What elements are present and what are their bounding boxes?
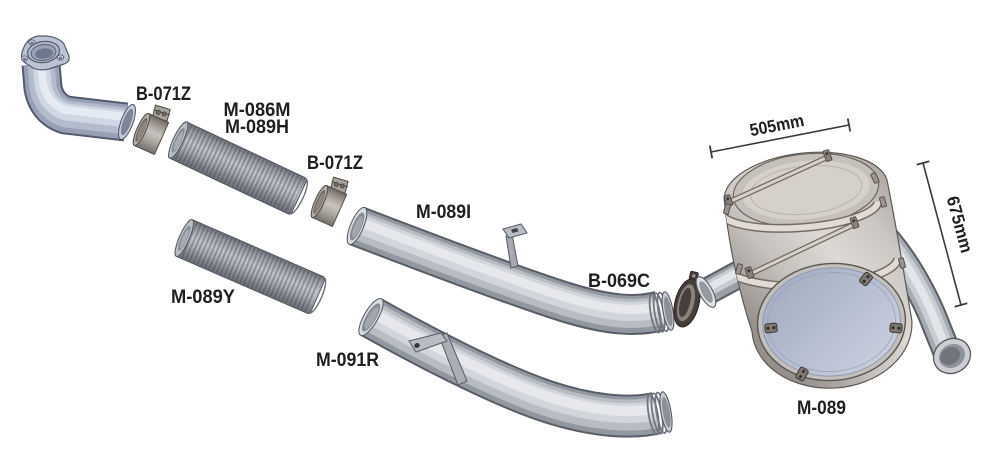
svg-text:B-071Z: B-071Z — [136, 84, 191, 105]
svg-text:675mm: 675mm — [943, 194, 977, 255]
svg-text:B-069C: B-069C — [588, 271, 650, 292]
svg-text:M-086M: M-086M — [224, 100, 291, 121]
svg-text:M-089I: M-089I — [416, 202, 471, 223]
svg-text:M-089H: M-089H — [225, 117, 289, 138]
svg-text:M-089Y: M-089Y — [171, 287, 235, 308]
svg-text:M-091R: M-091R — [316, 350, 379, 371]
svg-text:M-089: M-089 — [797, 398, 846, 419]
svg-text:B-071Z: B-071Z — [307, 153, 363, 174]
